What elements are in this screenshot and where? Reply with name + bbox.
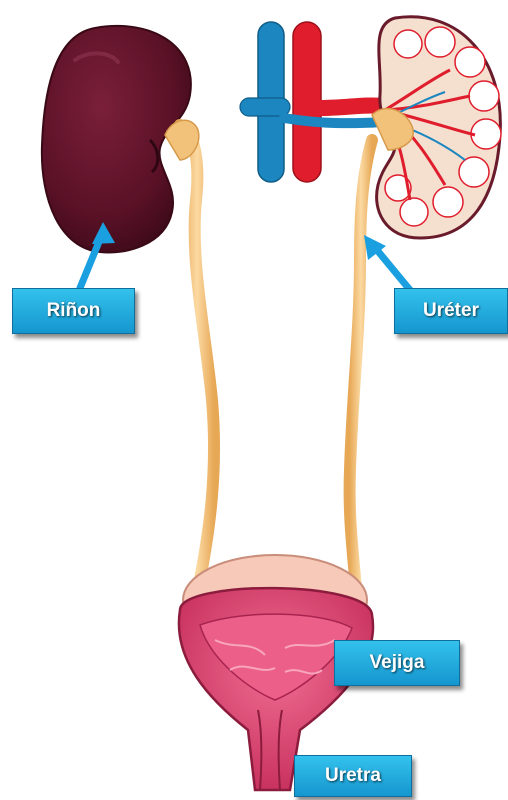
left-ureter	[180, 125, 214, 590]
label-bladder: Vejiga	[334, 640, 460, 686]
right-ureter	[350, 140, 372, 590]
right-kidney-cross-section	[372, 17, 501, 238]
label-urethra: Uretra	[294, 755, 412, 797]
arrow-ureter	[364, 235, 410, 290]
label-ureter: Uréter	[394, 288, 508, 334]
label-kidney: Riñon	[12, 288, 135, 334]
